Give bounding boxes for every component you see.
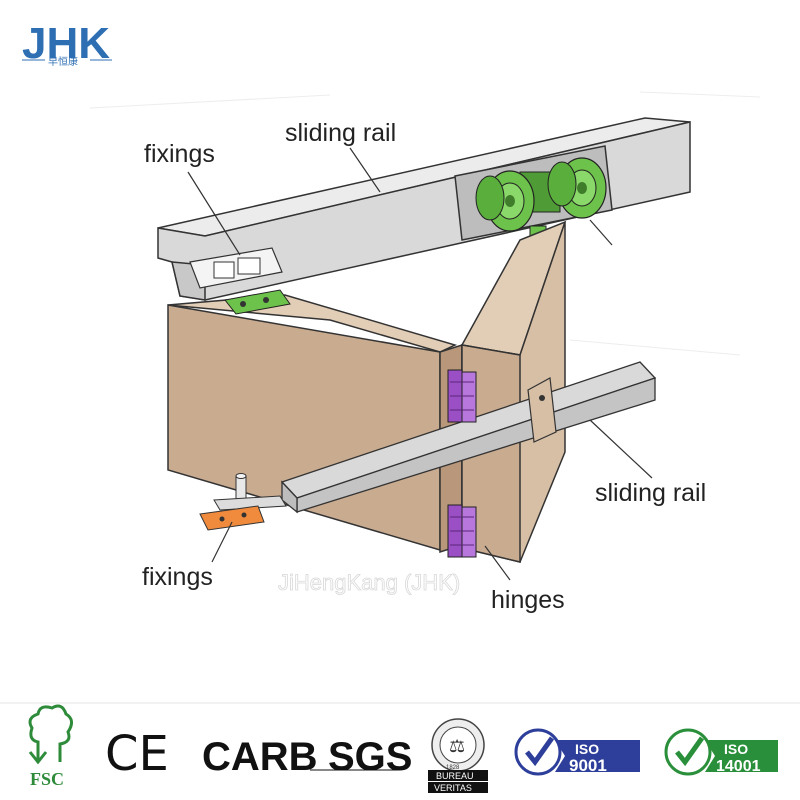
hinge-bottom	[447, 504, 477, 558]
iso14001-logo: ISO 14001	[664, 728, 778, 776]
iso14001-top: ISO	[724, 741, 748, 757]
fsc-text: FSC	[30, 769, 64, 789]
ce-text: CE	[105, 726, 169, 782]
watermark: JiHengKang (JHK)	[278, 570, 460, 595]
bureau-veritas-bottom: VERITAS	[434, 783, 472, 793]
wheel-right	[547, 157, 607, 219]
label-top-sliding-rail: sliding rail	[285, 119, 396, 147]
brand-logo: JHK 早恒康	[22, 19, 112, 68]
brand-logo-subtext: 早恒康	[48, 55, 78, 68]
check-icon	[675, 736, 705, 767]
bureau-veritas-year: 1828	[446, 765, 460, 771]
bureau-veritas-top: BUREAU	[436, 771, 474, 781]
iso9001-bottom: 9001	[569, 756, 607, 775]
top-fixing-bracket	[189, 247, 291, 315]
sgs-logo: SGS	[310, 735, 412, 779]
tree-icon	[28, 704, 73, 765]
label-hinges: hinges	[491, 586, 565, 614]
ce-logo: CE	[105, 726, 169, 782]
label-bottom-sliding-rail: sliding rail	[595, 479, 706, 507]
label-top-fixings: fixings	[144, 140, 215, 168]
background-lines	[89, 91, 761, 356]
hinge-top	[447, 369, 477, 423]
bureau-veritas-logo: ⚖ 1828 BUREAU VERITAS	[428, 718, 488, 793]
fsc-logo: FSC	[28, 704, 73, 789]
wheel-left	[475, 170, 535, 232]
iso9001-logo: ISO 9001	[514, 728, 640, 776]
bottom-fixing-pivot	[199, 473, 287, 531]
iso14001-bottom: 14001	[716, 758, 761, 775]
check-icon	[525, 736, 555, 767]
bottom-sliding-rail	[280, 361, 657, 514]
sgs-text: SGS	[328, 735, 412, 779]
bureau-veritas-seal-icon: ⚖	[449, 736, 465, 757]
carb-logo: CARB	[202, 735, 318, 779]
iso9001-top: ISO	[575, 741, 599, 757]
label-bottom-fixings: fixings	[142, 563, 213, 591]
carb-text: CARB	[202, 735, 318, 779]
leader-lines	[187, 147, 653, 581]
